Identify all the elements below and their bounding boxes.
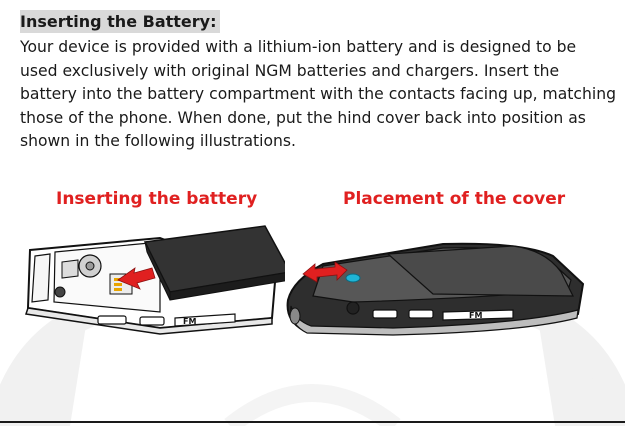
section-heading: Inserting the Battery: (20, 10, 221, 33)
insert-arrow (117, 267, 156, 290)
caption-placement-cover: Placement of the cover (343, 189, 566, 209)
device-label-left: FM (183, 317, 196, 326)
slide-arrow (302, 261, 348, 283)
caption-inserting-battery: Inserting the battery (56, 189, 258, 209)
illustration-placement-cover: FM (286, 242, 585, 336)
page-bottom-rule (0, 421, 625, 423)
phone-body-cover: FM (286, 242, 585, 336)
device-label-right: FM (469, 311, 482, 320)
illustration-inserting-battery: FM (25, 225, 285, 335)
battery (143, 225, 285, 301)
section-paragraph: Your device is provided with a lithium-i… (20, 38, 616, 150)
